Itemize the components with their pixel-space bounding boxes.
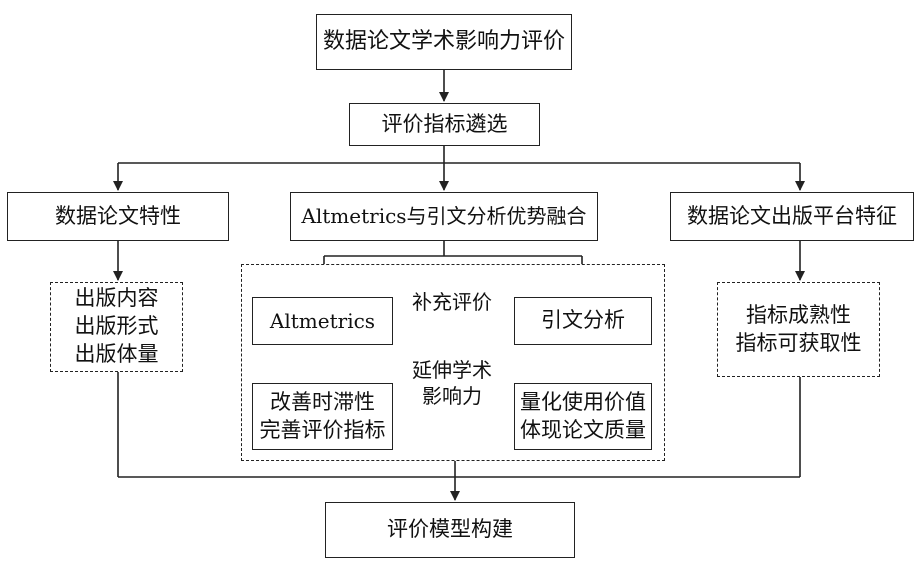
node-center: Altmetrics与引文分析优势融合 <box>290 192 598 241</box>
node-citation: 引文分析 <box>514 297 652 345</box>
node-altmetrics: Altmetrics <box>252 297 393 345</box>
node-left: 数据论文特性 <box>7 192 229 241</box>
node-select: 评价指标遴选 <box>349 103 540 146</box>
edge-label-supplement: 补充评价 <box>412 290 492 314</box>
node-bottom: 评价模型构建 <box>325 502 575 558</box>
node-top: 数据论文学术影响力评价 <box>316 14 572 70</box>
edge-label-extend: 延伸学术 影响力 <box>412 358 492 408</box>
node-right-sub: 指标成熟性 指标可获取性 <box>717 282 880 377</box>
node-right: 数据论文出版平台特征 <box>670 192 914 241</box>
node-quantify: 量化使用价值 体现论文质量 <box>514 383 652 450</box>
node-improve: 改善时滞性 完善评价指标 <box>252 383 393 450</box>
node-left-sub: 出版内容 出版形式 出版体量 <box>50 282 183 372</box>
